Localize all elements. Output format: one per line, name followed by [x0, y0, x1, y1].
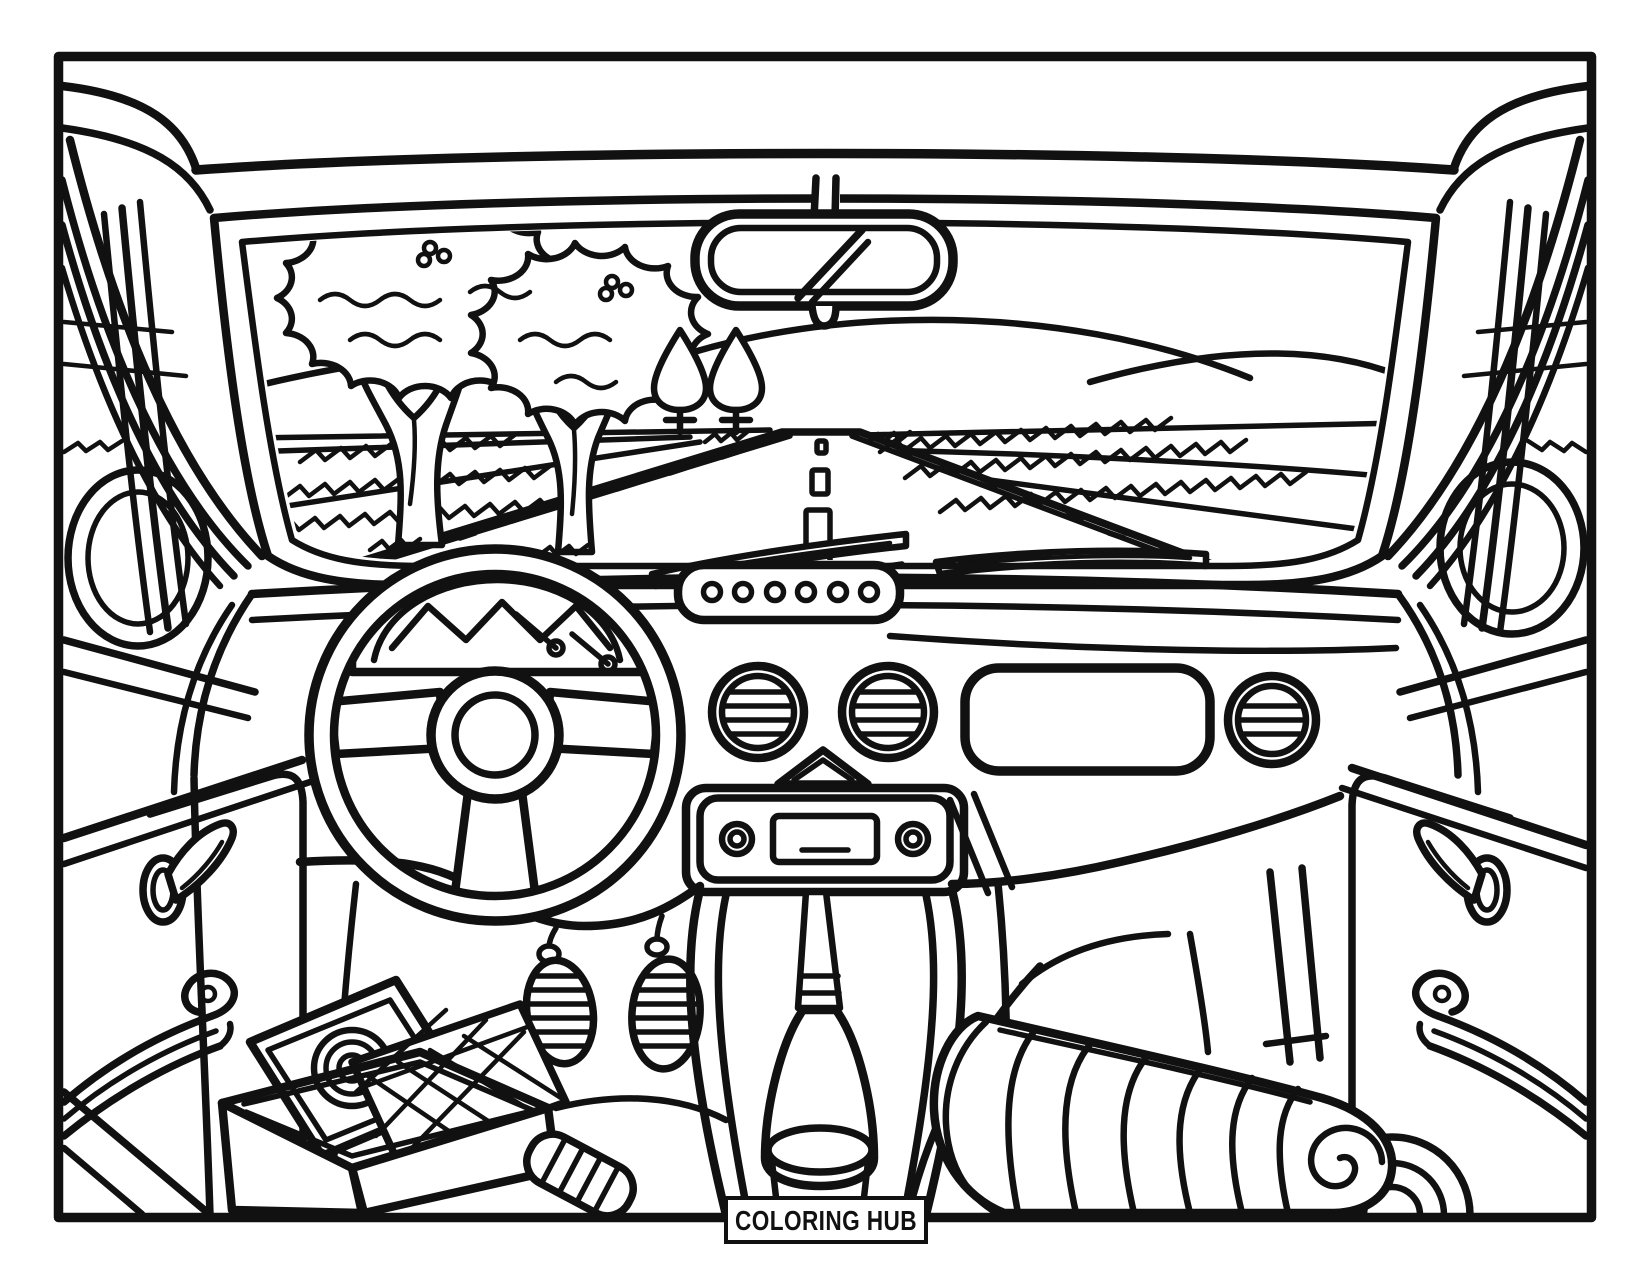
right-window-sill — [1396, 636, 1590, 696]
right-air-vent — [1223, 671, 1321, 769]
shifter-boot — [760, 1005, 879, 1191]
canopy-squiggles — [317, 239, 635, 391]
defroster-grille — [673, 560, 905, 625]
gear-shifter — [760, 888, 879, 1219]
striped-thermos — [523, 1130, 637, 1220]
center-air-vents — [707, 661, 939, 763]
right-side-window — [1383, 135, 1592, 722]
shifter-lever — [794, 888, 844, 1012]
steering-wheel — [304, 544, 686, 926]
left-spoke — [325, 687, 449, 759]
wheel-rim-outer — [304, 544, 686, 926]
footer-label: COLORING HUB — [724, 1196, 928, 1244]
rolled-blanket — [929, 1011, 1397, 1218]
dash-lower-edge-right — [947, 791, 1345, 889]
left-door — [59, 755, 314, 1219]
folded-map — [348, 1000, 570, 1166]
wheel-hub — [426, 666, 564, 804]
bottom-spoke — [449, 787, 541, 905]
left-vent-window-divider — [100, 198, 190, 636]
hanging-ornaments — [520, 913, 704, 1073]
right-armrest — [1412, 969, 1590, 1140]
left-window-sill — [60, 636, 259, 696]
footer-label-text: COLORING HUB — [735, 1205, 917, 1236]
headliner — [57, 81, 1593, 214]
right-door-handle — [1413, 819, 1511, 926]
storage-box — [217, 975, 570, 1218]
right-spoke — [541, 687, 665, 759]
blanket-spiral — [1307, 1124, 1386, 1190]
small-trees — [650, 326, 766, 436]
radio — [681, 783, 969, 897]
left-side-window — [58, 135, 267, 722]
left-door-handle — [139, 819, 237, 926]
windshield-landscape — [248, 226, 1402, 560]
right-vent-window-divider — [1460, 198, 1550, 636]
cup-holder — [764, 1124, 876, 1176]
rear-view-mirror — [690, 174, 958, 330]
glovebox — [960, 663, 1215, 776]
wheel-rim-inner — [329, 569, 661, 901]
box-rim — [217, 1047, 553, 1113]
center-console — [552, 885, 966, 1220]
big-trees — [273, 226, 712, 559]
